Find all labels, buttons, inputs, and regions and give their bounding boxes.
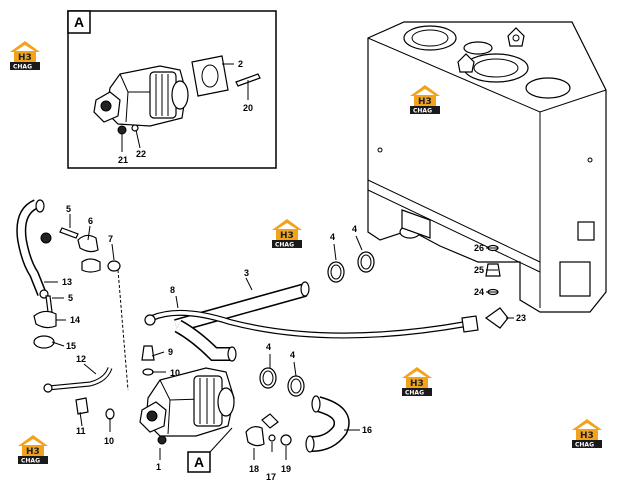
callout-11: 11 xyxy=(76,426,86,436)
logo-mark: H3 xyxy=(418,97,432,107)
logo-mark: H3 xyxy=(26,447,40,457)
hydraulic-tank xyxy=(367,21,607,313)
callout-a-box xyxy=(187,451,211,473)
callout-18: 18 xyxy=(249,464,259,474)
return-hose xyxy=(174,281,310,362)
hydraulic-pump xyxy=(139,367,235,445)
suction-hose xyxy=(144,309,479,339)
callout-numbers: 2 20 21 22 5 6 7 13 5 14 15 12 11 10 9 1… xyxy=(62,59,526,482)
logo-text: CHAG xyxy=(413,108,432,115)
callout-a-label: A xyxy=(194,454,204,470)
callout-5-upper: 5 xyxy=(66,204,71,214)
callout-20: 20 xyxy=(243,103,253,113)
logo-roof-icon xyxy=(18,435,48,446)
callout-4-a: 4 xyxy=(330,232,335,242)
logo-mark: H3 xyxy=(580,431,594,441)
callout-1: 1 xyxy=(156,462,161,472)
callout-22: 22 xyxy=(136,149,146,159)
logo-mark: H3 xyxy=(410,379,424,389)
detail-a-label: A xyxy=(74,14,84,30)
bolt xyxy=(268,434,276,442)
callout-2: 2 xyxy=(238,59,243,69)
disc-15 xyxy=(33,335,55,349)
logo-text: CHAG xyxy=(405,390,424,397)
hose-bracket xyxy=(77,234,99,253)
assembly-line xyxy=(117,269,129,391)
leader-lines xyxy=(44,63,514,460)
callout-21: 21 xyxy=(118,155,128,165)
callout-5-lower: 5 xyxy=(68,293,73,303)
callout-23: 23 xyxy=(516,313,526,323)
hose-clamps-lower xyxy=(259,367,305,397)
detail-a-label-box xyxy=(67,10,91,34)
callout-7: 7 xyxy=(108,234,113,244)
bracket xyxy=(261,413,279,429)
fitting-9 xyxy=(141,345,155,361)
callout-12: 12 xyxy=(76,354,86,364)
logo-roof-icon xyxy=(410,85,440,96)
callout-4-d: 4 xyxy=(290,350,295,360)
hose-elbow xyxy=(305,395,350,453)
callout-3: 3 xyxy=(244,268,249,278)
detail-pump xyxy=(93,65,189,135)
logo-roof-icon xyxy=(272,219,302,230)
callout-25: 25 xyxy=(474,265,484,275)
callout-26: 26 xyxy=(474,243,484,253)
hose-clip xyxy=(81,258,101,273)
drain-hose xyxy=(16,199,52,299)
callout-6: 6 xyxy=(88,216,93,226)
clamp-14 xyxy=(33,310,57,329)
callout-16: 16 xyxy=(362,425,372,435)
washer-10-upper xyxy=(142,368,154,376)
gasket xyxy=(191,55,229,97)
logo-text: CHAG xyxy=(575,442,594,449)
callout-17: 17 xyxy=(266,472,276,482)
logo-text: CHAG xyxy=(13,64,32,71)
washer-10-lower xyxy=(105,408,115,420)
logo-roof-icon xyxy=(10,41,40,52)
elbow-fitting xyxy=(484,307,509,329)
callout-15: 15 xyxy=(66,341,76,351)
callout-8: 8 xyxy=(170,285,175,295)
callout-14: 14 xyxy=(70,315,80,325)
bolt-5-lower xyxy=(45,295,53,313)
washer-7 xyxy=(107,260,121,272)
logo-text: CHAG xyxy=(275,242,294,249)
callout-4-b: 4 xyxy=(352,224,357,234)
clip-bracket xyxy=(245,426,265,447)
callout-24: 24 xyxy=(474,287,484,297)
callout-19: 19 xyxy=(281,464,291,474)
hose-clamps-upper xyxy=(327,251,375,283)
logo-text: CHAG xyxy=(21,458,40,465)
logo-roof-icon xyxy=(572,419,602,430)
callout-10-upper: 10 xyxy=(170,368,180,378)
seal-ring-19 xyxy=(280,434,292,446)
pressure-pipe xyxy=(43,367,113,393)
callout-13: 13 xyxy=(62,277,72,287)
callout-4-c: 4 xyxy=(266,342,271,352)
logo-mark: H3 xyxy=(18,53,32,63)
callout-9: 9 xyxy=(168,347,173,357)
detail-a-frame xyxy=(67,10,277,169)
callout-10-lower: 10 xyxy=(104,436,114,446)
logo-mark: H3 xyxy=(280,231,294,241)
fitting-11 xyxy=(75,397,89,415)
bolt-5-upper xyxy=(59,227,79,239)
logo-roof-icon xyxy=(402,367,432,378)
